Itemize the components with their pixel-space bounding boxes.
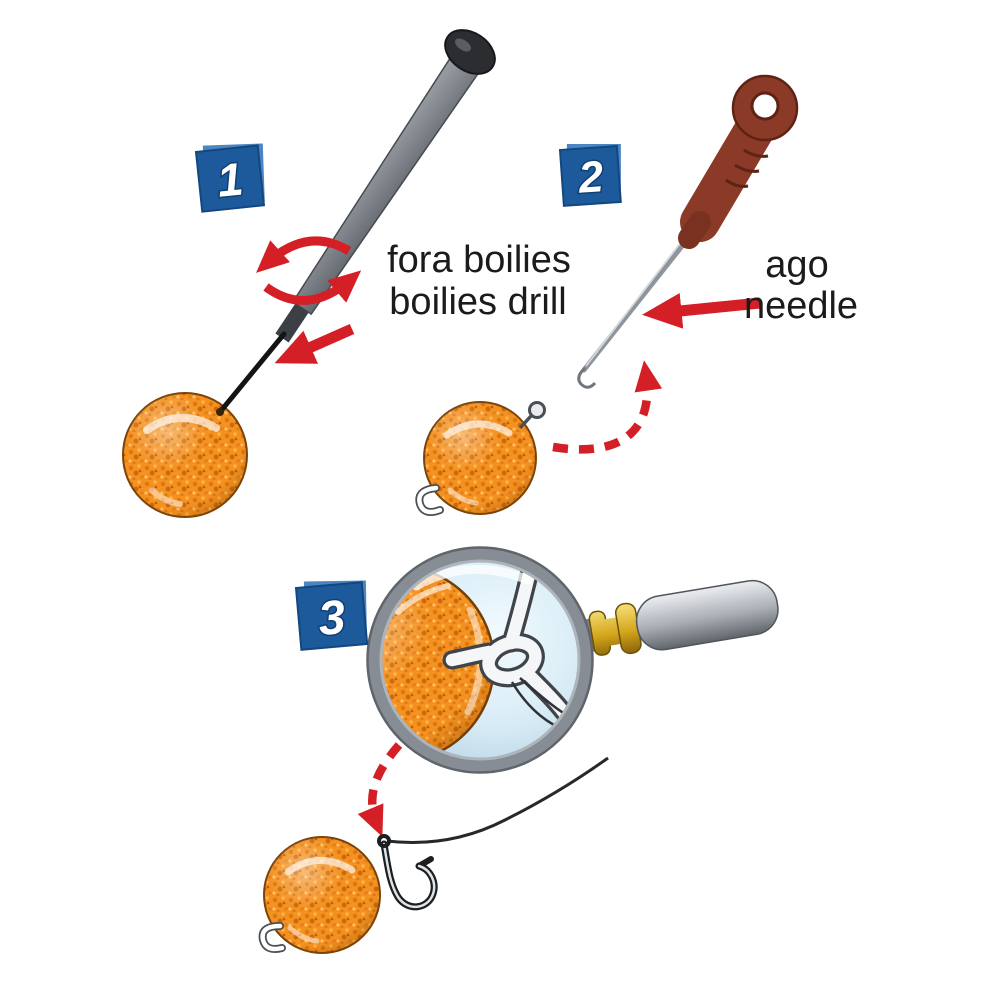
boilie-highlight-small (149, 487, 183, 507)
rotation-arc-bottom (263, 270, 362, 305)
lens-rim (367, 547, 593, 773)
drill-bit (217, 331, 287, 415)
needle-shaft (581, 233, 693, 373)
boilie-highlight (143, 414, 220, 434)
boilie-step1 (122, 392, 248, 518)
lens-content (382, 562, 578, 758)
fishing-line (386, 756, 609, 844)
step2-label-line1: ago (765, 244, 828, 286)
boilie-shading (123, 393, 247, 517)
boilie-step3 (258, 836, 381, 954)
magnified-boilie-shade (382, 566, 494, 758)
magnifier-icon (366, 546, 594, 774)
lens-rim-outer-edge (366, 546, 594, 774)
badge-front-layer (294, 581, 369, 651)
hook-barb (416, 856, 434, 869)
boilie-drill-icon (216, 29, 496, 416)
boilie-shading (264, 837, 380, 953)
hair-loop-icon (260, 923, 285, 952)
step-badge-2: 2 (558, 143, 622, 207)
needle-grip-ridges (725, 148, 769, 188)
rotation-arc-top (256, 236, 352, 273)
boilie-highlight-small (447, 487, 479, 506)
baiting-needle-icon (577, 74, 799, 389)
needle-handle-hole (750, 91, 780, 121)
lens-rim-inner-edge (379, 559, 581, 761)
glass-streak-1 (411, 564, 533, 591)
boilie-highlight (443, 420, 513, 439)
step3-group: 3 (258, 546, 779, 954)
needle-handle-taper (678, 211, 711, 249)
needle-latch-tip (577, 366, 597, 389)
step1-group: 1 fora boilies boilies drill (122, 29, 571, 518)
step-number: 3 (316, 591, 348, 646)
glass-streak-2 (395, 583, 451, 615)
fishing-hook-icon (377, 834, 438, 911)
step2-group: 2 ago needle (415, 74, 858, 516)
step1-label-line2: boilies drill (389, 281, 566, 323)
step-number: 1 (215, 152, 246, 206)
step1-label-line1: fora boilies (387, 239, 571, 281)
drill-entry-point (216, 408, 224, 416)
straight-arrow-icon-step2 (642, 292, 761, 329)
step-badge-1: 1 (194, 143, 266, 213)
hair-loop-icon (417, 485, 443, 515)
badge-front-layer (194, 144, 266, 213)
boilie-highlight (284, 857, 356, 876)
dashed-arrow-icon-step2 (552, 360, 663, 454)
boilie-shading (424, 402, 536, 514)
hook-outline (380, 840, 438, 911)
hook-eye (377, 834, 391, 848)
magnifier-handle (573, 579, 779, 656)
boilie-step2 (415, 401, 546, 516)
step2-label-line2: needle (744, 285, 858, 327)
straight-arrow-icon-step1 (274, 323, 355, 364)
hook-shine (382, 842, 436, 908)
swivel-ring-icon (528, 401, 546, 419)
step-number: 2 (576, 152, 605, 203)
rotation-arrows-icon (256, 236, 362, 305)
swivel-link (518, 414, 533, 430)
needle-shine (585, 232, 689, 367)
drill-knob-highlight (455, 38, 471, 52)
handle-grip (635, 579, 779, 651)
badge-front-layer (558, 144, 622, 207)
boilie-highlight-small (287, 925, 320, 944)
step-badge-3: 3 (294, 580, 369, 651)
dashed-arrow-icon-step3 (357, 742, 403, 837)
